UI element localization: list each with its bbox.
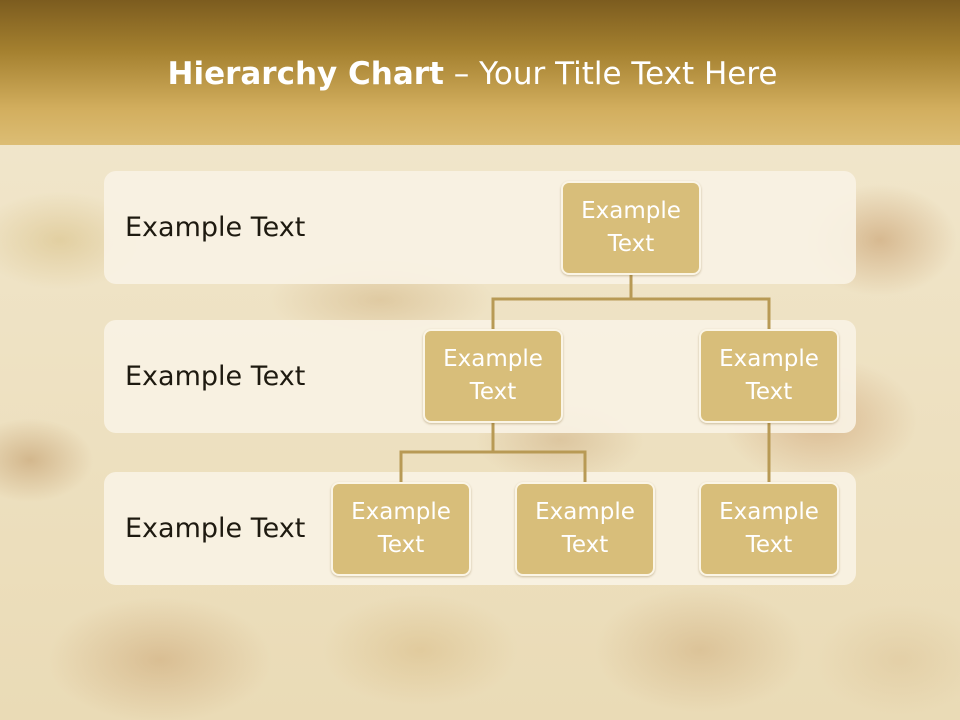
node-level2-left[interactable]: Example Text — [423, 329, 563, 423]
title-bar: Hierarchy Chart – Your Title Text Here — [0, 0, 960, 145]
connector-left-to-level3-a — [399, 423, 495, 482]
slide-title-bold: Hierarchy Chart — [167, 56, 444, 92]
connector-root-to-level2-right — [631, 297, 771, 329]
level-label-3[interactable]: Example Text — [125, 513, 306, 544]
node-level3-b-text: Example Text — [535, 499, 635, 558]
node-level3-a[interactable]: Example Text — [331, 482, 471, 576]
connector-root-to-level2-left — [491, 275, 633, 329]
node-level3-a-text: Example Text — [351, 499, 451, 558]
node-level2-right-text: Example Text — [719, 346, 819, 405]
node-level3-b[interactable]: Example Text — [515, 482, 655, 576]
level-label-2[interactable]: Example Text — [125, 361, 306, 392]
slide-title-rest: – Your Title Text Here — [443, 56, 778, 92]
node-root[interactable]: Example Text — [561, 181, 701, 275]
node-level2-left-text: Example Text — [443, 346, 543, 405]
level-band-1: Example Text — [104, 171, 856, 284]
node-level3-c-text: Example Text — [719, 499, 819, 558]
connector-left-to-level3-b — [493, 450, 587, 482]
slide-title[interactable]: Hierarchy Chart – Your Title Text Here — [0, 56, 945, 92]
node-level2-right[interactable]: Example Text — [699, 329, 839, 423]
node-root-text: Example Text — [581, 198, 681, 257]
node-level3-c[interactable]: Example Text — [699, 482, 839, 576]
level-label-1[interactable]: Example Text — [125, 212, 306, 243]
